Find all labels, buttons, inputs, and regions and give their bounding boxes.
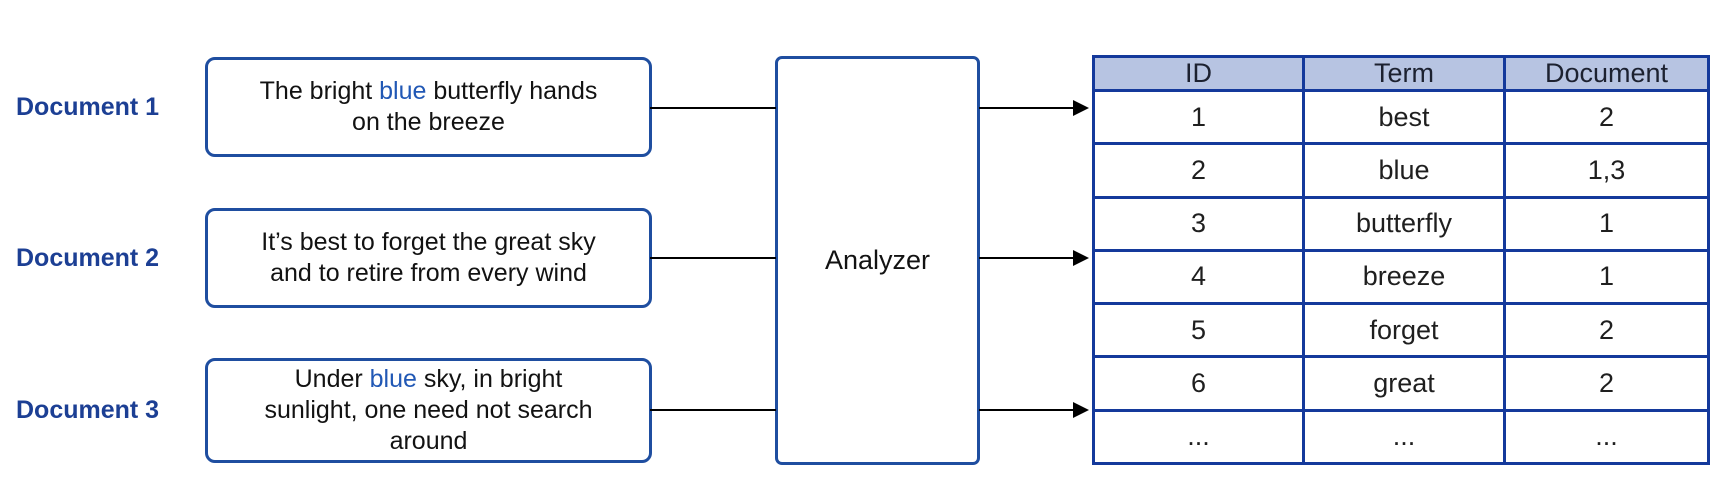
header-document: Document: [1503, 55, 1710, 92]
cell-term: ...: [1302, 408, 1506, 466]
cell-document: 1: [1503, 195, 1710, 252]
cell-id: 6: [1092, 355, 1305, 412]
analyzer-label: Analyzer: [824, 245, 931, 275]
cell-id: 4: [1092, 248, 1305, 306]
analyzer-box: Analyzer: [775, 56, 980, 465]
header-id: ID: [1092, 55, 1305, 92]
cell-id: 5: [1092, 302, 1305, 359]
text-segment: around: [389, 427, 468, 455]
cell-term: best: [1302, 88, 1506, 146]
arrow-analyzer-table-2-head: [1073, 250, 1089, 266]
cell-term: great: [1302, 355, 1506, 412]
cell-document: 1: [1503, 248, 1710, 306]
document-3-label: Document 3: [16, 396, 160, 424]
cell-document: 2: [1503, 355, 1710, 412]
document-1-box: The bright blue butterfly hands on the br…: [205, 57, 652, 157]
text-segment: sunlight, one need not search: [264, 396, 593, 424]
cell-id: 2: [1092, 142, 1305, 199]
arrow-analyzer-table-3-head: [1073, 402, 1089, 418]
document-2-box: It’s best to forget the great sky and to …: [205, 208, 652, 308]
text-segment: Under: [294, 365, 370, 393]
cell-document: 1,3: [1503, 142, 1710, 199]
cell-term: butterfly: [1302, 195, 1506, 252]
document-2-text: It’s best to forget the great sky and to …: [261, 227, 595, 289]
table-header-row: ID Term Document: [1092, 55, 1710, 92]
cell-id: 1: [1092, 88, 1305, 146]
cell-document: 2: [1503, 88, 1710, 146]
text-segment: butterfly hands: [426, 77, 598, 105]
cell-term: blue: [1302, 142, 1506, 199]
connector-doc2-analyzer: [650, 257, 776, 259]
arrow-analyzer-table-1-line: [979, 107, 1074, 109]
arrow-analyzer-table-1-head: [1073, 100, 1089, 116]
cell-id: ...: [1092, 408, 1305, 466]
connector-doc3-analyzer: [650, 409, 776, 411]
text-segment: and to retire from every wind: [270, 259, 587, 287]
cell-document: ...: [1503, 408, 1710, 466]
document-1-text: The bright blue butterfly hands on the br…: [260, 76, 598, 138]
text-segment: It’s best to forget the great sky: [261, 228, 596, 256]
table-row: .........: [1092, 408, 1710, 466]
document-3-box: Under blue sky, in bright sunlight, one n…: [205, 358, 652, 463]
arrow-analyzer-table-3-line: [979, 409, 1074, 411]
document-1-label: Document 1: [16, 93, 160, 121]
text-segment: on the breeze: [352, 108, 505, 136]
cell-term: breeze: [1302, 248, 1506, 306]
document-3-text: Under blue sky, in bright sunlight, one n…: [264, 364, 592, 457]
cell-document: 2: [1503, 302, 1710, 359]
text-segment: The bright: [259, 77, 380, 105]
highlighted-term: blue: [369, 365, 417, 393]
connector-doc1-analyzer: [650, 107, 776, 109]
highlighted-term: blue: [379, 77, 427, 105]
header-term: Term: [1302, 55, 1506, 92]
document-2-label: Document 2: [16, 244, 160, 272]
arrow-analyzer-table-2-line: [979, 257, 1074, 259]
cell-term: forget: [1302, 302, 1506, 359]
cell-id: 3: [1092, 195, 1305, 252]
text-segment: sky, in bright: [416, 365, 563, 393]
